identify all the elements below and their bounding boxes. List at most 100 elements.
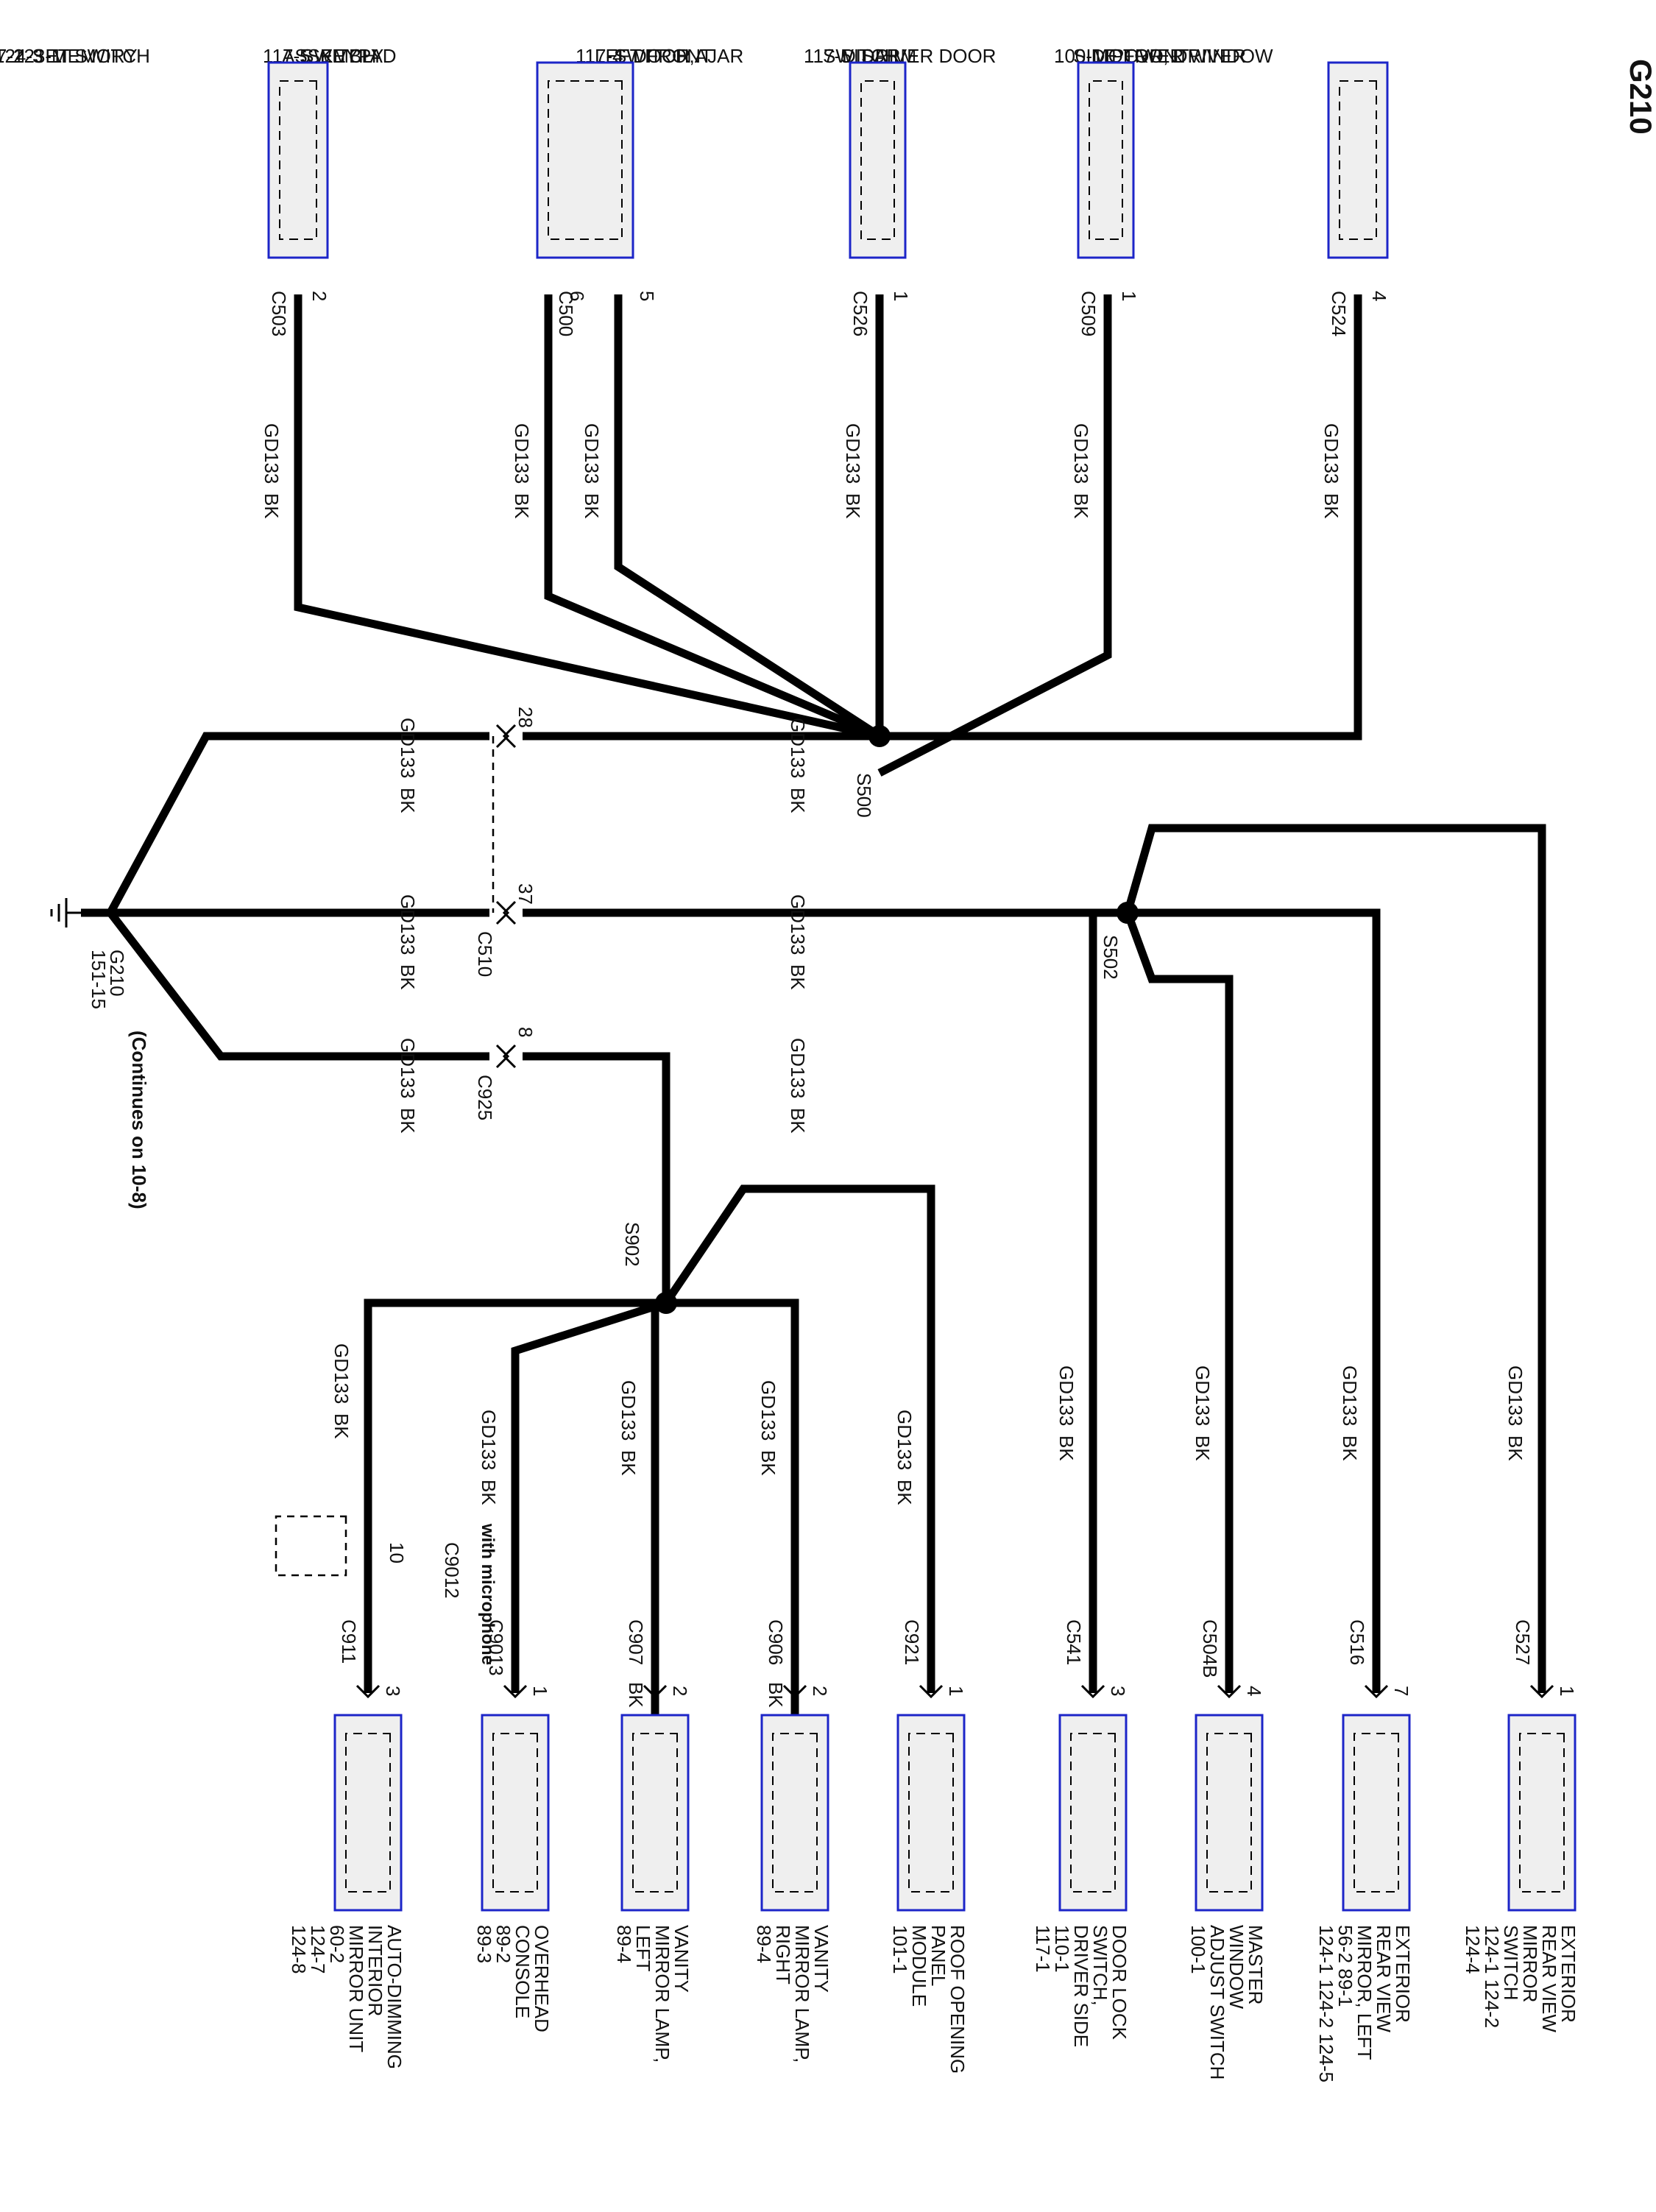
wire-color-label: BK [787, 788, 809, 813]
wire-c503 [294, 294, 881, 741]
component-box [1507, 1714, 1577, 1912]
component-label-line: 101-1 [889, 1925, 911, 1974]
connector-pin: 3 [1107, 1686, 1129, 1696]
component-label-line: DOOR LOCK [1108, 1925, 1130, 2040]
component-box [481, 1714, 550, 1912]
stub-color-label: BK [625, 1682, 647, 1708]
component-label-line: 124-4 [1462, 1925, 1484, 1974]
component-label-line: VANITY [810, 1925, 832, 1993]
wire-code-label: GD133 [1320, 423, 1342, 484]
vanity-stubs [651, 1664, 799, 1715]
component-label-line: OVERHEAD [531, 1925, 553, 2032]
rotated-diagram: G210 [0, 45, 1656, 2082]
wire-code-label: GD133 [581, 423, 603, 484]
c510-28-pin: 28 [514, 707, 537, 728]
component-label-line: 123-1 [13, 45, 63, 67]
c925-8-mark [495, 1044, 517, 1069]
connector-label: C509 [1078, 291, 1100, 336]
component-label-line: 124-3 [0, 45, 43, 67]
c510-28-mark [495, 724, 517, 749]
wire-color-label: BK [1070, 493, 1092, 519]
component-box [333, 1714, 403, 1912]
wire-color-label: BK [1504, 1435, 1526, 1461]
component-label-line: MIRROR LAMP, [791, 1925, 813, 2063]
wire-c504b [1123, 911, 1234, 1693]
connector-pin: 2 [308, 291, 330, 301]
connector-pin: 1 [890, 291, 912, 301]
connector-label: C541 [1063, 1619, 1085, 1665]
connector-mark [1529, 1684, 1554, 1699]
component-label-line: REAR VIEW [1373, 1925, 1395, 2032]
wire-code-label: GD133 [397, 894, 419, 955]
component-box [620, 1714, 690, 1912]
optional-connector-box [275, 1515, 347, 1577]
wire-color-label: BK [1192, 1435, 1214, 1461]
component-label-line: INTERIOR [364, 1925, 386, 2016]
wire-c527 [1123, 824, 1546, 1693]
component-inner [1339, 80, 1377, 240]
wire-color-label: BK [478, 1480, 500, 1505]
wire-color-label: BK [330, 1413, 353, 1439]
component-label-line: MIRROR LAMP, [651, 1925, 673, 2063]
component-box [267, 61, 329, 259]
wire-labels: GD133BKGD133BKGD133BKGD133BKGD133BKGD133… [261, 423, 1526, 1505]
connector-label: C921 [901, 1619, 923, 1665]
connector-pin: 1 [945, 1686, 967, 1696]
wire-color-label: BK [757, 1450, 779, 1476]
connector-pin: 4 [1243, 1686, 1265, 1696]
component-label-line: 89-4 [753, 1925, 775, 1963]
connector-mark [1080, 1684, 1105, 1699]
component-label-line: ADJUST SWITCH [1206, 1925, 1228, 2080]
wire-code-label: GD133 [787, 1038, 809, 1098]
wire-color-label: BK [1055, 1435, 1078, 1461]
connector-mark [1217, 1684, 1242, 1699]
wire-color-label: BK [511, 493, 533, 519]
wire-code-label: GD133 [1504, 1365, 1526, 1426]
ground-ref: 151-15 [88, 950, 110, 1009]
component-label-line: AUTO-DIMMING [383, 1925, 406, 2069]
wire-code-label: GD133 [787, 894, 809, 955]
wire-code-label: GD133 [397, 718, 419, 778]
wire-code-label: GD133 [1070, 423, 1092, 484]
component-label-line: 89-3 [473, 1925, 495, 1963]
connector-label: C500 [555, 291, 577, 336]
inline-connector-marks [495, 724, 517, 1069]
component-label-line: 110-1 [1051, 1925, 1073, 1973]
splice-s500 [868, 725, 891, 747]
component-label-line: EXTERIOR [1392, 1925, 1414, 2023]
splice-s902 [655, 1292, 677, 1314]
wire-code-label: GD133 [757, 1380, 779, 1441]
wire-c509 [877, 294, 1112, 777]
component-inner [1206, 1733, 1252, 1893]
component-box [1327, 61, 1389, 259]
wire-c524 [880, 294, 1362, 741]
component-label-line: MODULE [908, 1925, 930, 2007]
component-label-line: REAR VIEW [1538, 1925, 1560, 2032]
connector-mark [355, 1684, 381, 1699]
wire-code-label: GD133 [787, 718, 809, 778]
component-label-line: MEMORY [52, 45, 138, 67]
component-inner [1070, 1733, 1116, 1893]
wire-code-label: GD133 [397, 1038, 419, 1098]
component-inner [1354, 1733, 1399, 1893]
